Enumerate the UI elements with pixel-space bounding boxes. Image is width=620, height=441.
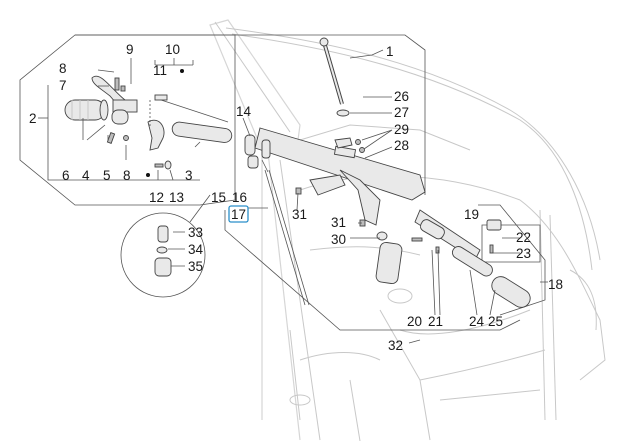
part-label-27[interactable]: 27 — [394, 105, 409, 120]
part-label-19[interactable]: 19 — [464, 207, 479, 222]
part-label-25[interactable]: 25 — [488, 314, 503, 329]
small-fasteners — [106, 77, 172, 170]
part-label-11[interactable]: 11 — [153, 63, 167, 78]
part-label-26[interactable]: 26 — [394, 89, 409, 104]
part-label-3[interactable]: 3 — [185, 168, 193, 183]
part-label-9[interactable]: 9 — [126, 42, 134, 57]
part-label-20[interactable]: 20 — [407, 314, 422, 329]
detail-circle — [120, 212, 206, 298]
part-label-2[interactable]: 2 — [29, 111, 37, 126]
part-label-12[interactable]: 12 — [149, 190, 164, 205]
part-label-24[interactable]: 24 — [469, 314, 485, 329]
detail-callout-line — [189, 194, 211, 223]
vehicle-body-outline — [209, 19, 606, 441]
part-label-5[interactable]: 5 — [103, 168, 111, 183]
part-label-22[interactable]: 22 — [516, 230, 531, 245]
part-label-30[interactable]: 30 — [331, 232, 346, 247]
part-label-8-bottom[interactable]: 8 — [123, 168, 131, 183]
part-label-33[interactable]: 33 — [188, 225, 203, 240]
group-frame-right-grip — [478, 204, 546, 316]
handlebar — [244, 127, 481, 261]
throttle-cable — [149, 94, 229, 128]
bullet-dot — [146, 173, 150, 177]
part-label-14[interactable]: 14 — [236, 104, 252, 119]
part-label-8-top[interactable]: 8 — [59, 61, 67, 76]
part-label-15[interactable]: 15 — [211, 190, 226, 205]
part-label-6[interactable]: 6 — [62, 168, 70, 183]
brake-lever — [91, 75, 138, 125]
part-label-31-right[interactable]: 31 — [331, 215, 346, 230]
part-label-23[interactable]: 23 — [516, 246, 531, 261]
part-label-28[interactable]: 28 — [394, 138, 409, 153]
detail-parts — [154, 225, 172, 277]
group-frame-left-grip — [19, 34, 236, 206]
part-label-32[interactable]: 32 — [388, 338, 403, 353]
part-label-1[interactable]: 1 — [386, 44, 394, 59]
part-label-21[interactable]: 21 — [428, 314, 443, 329]
part-label-13[interactable]: 13 — [169, 190, 184, 205]
brake-cable — [261, 159, 310, 306]
part-label-7[interactable]: 7 — [59, 78, 67, 93]
part-label-16[interactable]: 16 — [232, 190, 247, 205]
part-label-35[interactable]: 35 — [188, 259, 203, 274]
right-grip — [451, 219, 531, 308]
bullet-dot — [180, 69, 184, 73]
steering-column-parts — [295, 187, 440, 285]
part-label-4[interactable]: 4 — [82, 168, 90, 183]
mirror-rod — [319, 37, 365, 153]
part-label-17[interactable]: 17 — [231, 207, 246, 222]
part-label-10[interactable]: 10 — [165, 42, 180, 57]
part-label-29[interactable]: 29 — [394, 122, 409, 137]
part-labels: 1 2 3 4 5 6 7 8 8 9 10 11 12 13 14 15 16… — [29, 42, 563, 353]
left-grip — [64, 99, 109, 121]
group-frame-main — [75, 34, 521, 331]
highlight-box-17[interactable] — [228, 205, 249, 223]
part-label-34[interactable]: 34 — [188, 242, 204, 257]
throttle-housing — [147, 119, 165, 151]
part-label-18[interactable]: 18 — [548, 277, 563, 292]
part-label-31-left[interactable]: 31 — [292, 207, 307, 222]
throttle-tube — [171, 121, 233, 143]
